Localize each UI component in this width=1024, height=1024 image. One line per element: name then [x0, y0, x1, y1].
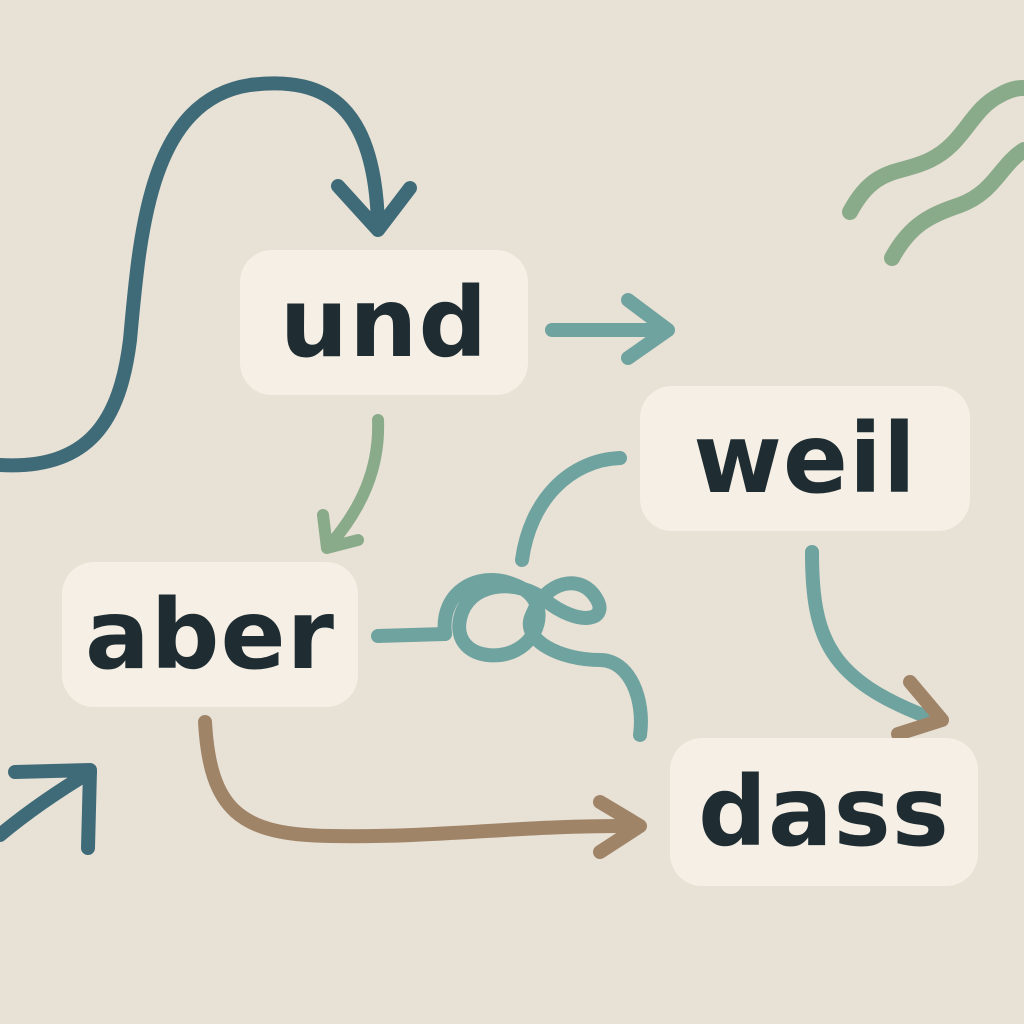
knot-loop	[437, 573, 648, 742]
arrowhead-weil-to-dass	[891, 675, 949, 741]
arrow-weil-to-dass	[805, 545, 937, 725]
word-box-aber: aber	[62, 562, 358, 707]
arrow-aber-to-dass	[198, 715, 642, 844]
word-box-dass: dass	[670, 738, 978, 886]
wave-upper	[842, 80, 1024, 220]
arrow-und-to-aber	[324, 414, 385, 551]
arrow-left-to-und	[0, 76, 385, 473]
arrowhead-und-to-weil	[621, 293, 675, 365]
word-label-und: und	[279, 266, 489, 379]
arrowhead-bottom-left	[8, 763, 97, 855]
word-label-dass: dass	[698, 756, 950, 868]
arrow-bottom-left	[0, 765, 97, 842]
knot-line-from-aber	[371, 627, 452, 643]
knot-line-from-weil	[515, 451, 627, 567]
word-box-und: und	[240, 250, 528, 395]
word-label-aber: aber	[85, 578, 335, 691]
arrowhead-und-to-aber	[317, 509, 364, 554]
arrowhead-left-to-und	[331, 179, 417, 237]
wave-lower	[884, 142, 1024, 266]
word-label-weil: weil	[693, 402, 917, 515]
arrowhead-aber-to-dass	[593, 795, 647, 859]
word-box-weil: weil	[640, 386, 970, 531]
